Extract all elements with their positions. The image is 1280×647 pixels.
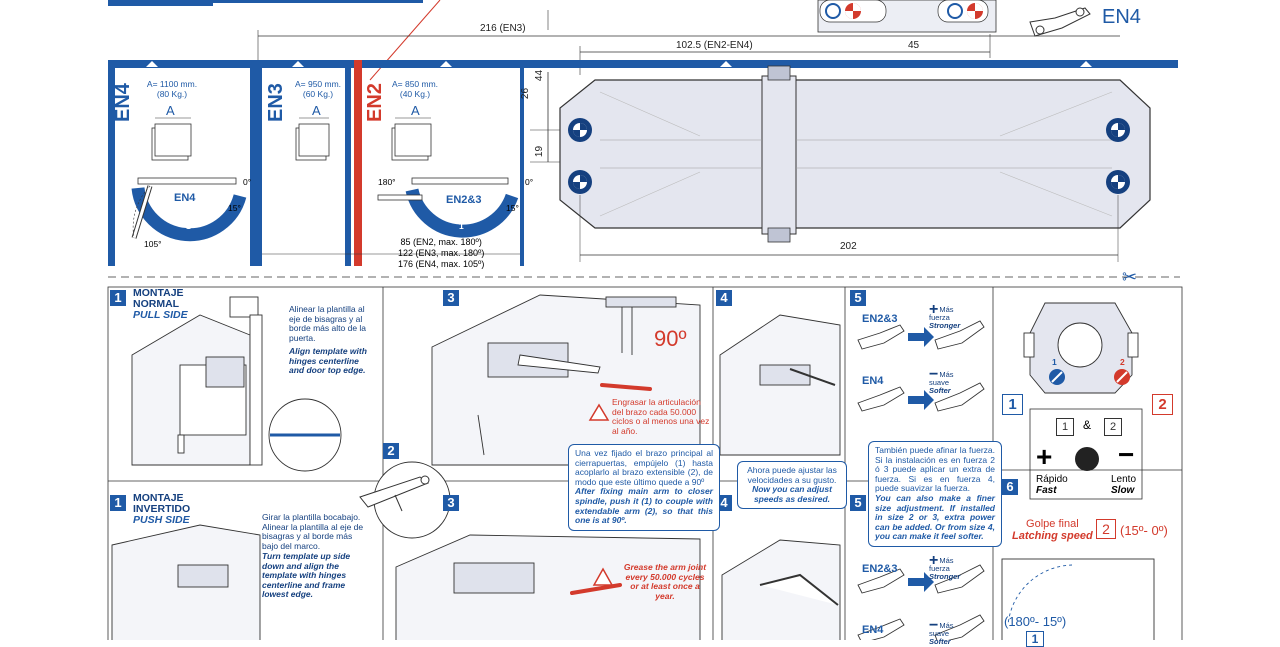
arm-coupling-note: Una vez fijado el brazo principal al cie… (568, 444, 720, 531)
arc-en4-max: 105° (144, 239, 162, 249)
step-5-group-en23: EN2&3 (862, 313, 898, 325)
dim-26: 26 (520, 87, 532, 100)
dim-19: 19 (534, 145, 546, 158)
step-5-bottom-number: 5 (850, 495, 866, 511)
model-en2-code: EN2 (364, 83, 386, 122)
closing-range: (180º- 15º) (1004, 614, 1067, 629)
step-3-angle: 90º (654, 326, 687, 351)
closing-valve-box: 1 (1026, 631, 1044, 647)
model-en3-spec: A= 950 mm.(60 Kg.) (294, 79, 342, 99)
latch-range: (15º- 0º) (1120, 523, 1168, 538)
step-5b-group-en23: EN2&3 (862, 563, 898, 575)
arc-en2-open: 0° (525, 177, 534, 187)
step-1-bottom-es: Girar la plantilla bocabajo. Alinear la … (262, 512, 364, 551)
scissors-icon: ✂ (1122, 267, 1137, 285)
step-5-top-number: 5 (850, 290, 866, 306)
valve-combo-1: 1 (1056, 418, 1074, 436)
corner-model-label: EN4 (1102, 6, 1141, 28)
dim-44: 44 (534, 69, 546, 82)
arc-en2-15: 15° (506, 203, 519, 213)
dim-216: 216 (EN3) (480, 23, 526, 34)
valve-1-box: 1 (1002, 394, 1023, 415)
valve-2-marker: 2 (1120, 357, 1125, 367)
dim-202: 202 (840, 241, 857, 252)
valve-2-box: 2 (1152, 394, 1173, 415)
arc-en2-pos: 1 (459, 221, 464, 231)
step-3-grease-en: Grease the arm joint every 50.000 cycles… (623, 562, 707, 601)
arc-en2-label: EN2&3 (446, 194, 482, 206)
valve-knob-icon (1075, 447, 1099, 471)
model-en4-spec: A= 1100 mm.(80 Kg.) (146, 79, 198, 99)
step-1-bottom-number: 1 (110, 495, 126, 511)
step-1-bottom-en: Turn template up side down and align the… (262, 551, 351, 599)
model-en4-letter: A (166, 103, 175, 118)
template-drawing: ✂ (108, 0, 1180, 285)
step-1-top-en: Align template with hinges centerline an… (289, 346, 367, 375)
model-en2-letter: A (411, 103, 420, 118)
step-4-bottom-number: 4 (716, 495, 732, 511)
dim-45: 45 (908, 40, 920, 51)
plus-fast-icon: + (1036, 441, 1053, 472)
step-2-number: 2 (383, 443, 399, 459)
valve-combo-and: & (1083, 418, 1092, 432)
arm-length-notes: 85 (EN2, max. 180º)122 (EN3, max. 180º)1… (398, 237, 485, 269)
force-tune-note: También puede afinar la fuerza. Si la in… (868, 441, 1002, 547)
step-3-top-number: 3 (443, 290, 459, 306)
valve-combo-2: 2 (1104, 418, 1122, 436)
arc-en4-open: 0° (243, 177, 252, 187)
step-3-bottom-number: 3 (443, 495, 459, 511)
arc-en4-15: 15° (228, 203, 241, 213)
arc-en4-label: EN4 (174, 192, 196, 204)
arc-en4-pos: 1 (186, 221, 191, 231)
model-en3-letter: A (312, 103, 321, 118)
step-3-grease-es: Engrasar la articulación del brazo cada … (612, 397, 710, 436)
latch-valve-box: 2 (1096, 519, 1116, 539)
step-1-top-number: 1 (110, 290, 126, 306)
arc-en2-max: 180° (378, 177, 396, 187)
step-1-top-es: Alinear la plantilla al eje de bisagras … (289, 304, 367, 343)
dim-102: 102.5 (EN2-EN4) (676, 40, 753, 51)
valve-1-marker: 1 (1052, 357, 1057, 367)
model-en2-spec: A= 850 mm.(40 Kg.) (391, 79, 439, 99)
step-5b-group-en4: EN4 (862, 624, 884, 636)
minus-slow-icon: − (1118, 439, 1135, 470)
step-6-number: 6 (1002, 479, 1018, 495)
instruction-grid (107, 286, 1183, 640)
model-en3-code: EN3 (265, 83, 287, 122)
step-5-group-en4: EN4 (862, 375, 884, 387)
step-4-top-number: 4 (716, 290, 732, 306)
model-en4-code: EN4 (112, 83, 134, 122)
speed-adjust-note: Ahora puede ajustar las velocidades a su… (737, 461, 847, 510)
